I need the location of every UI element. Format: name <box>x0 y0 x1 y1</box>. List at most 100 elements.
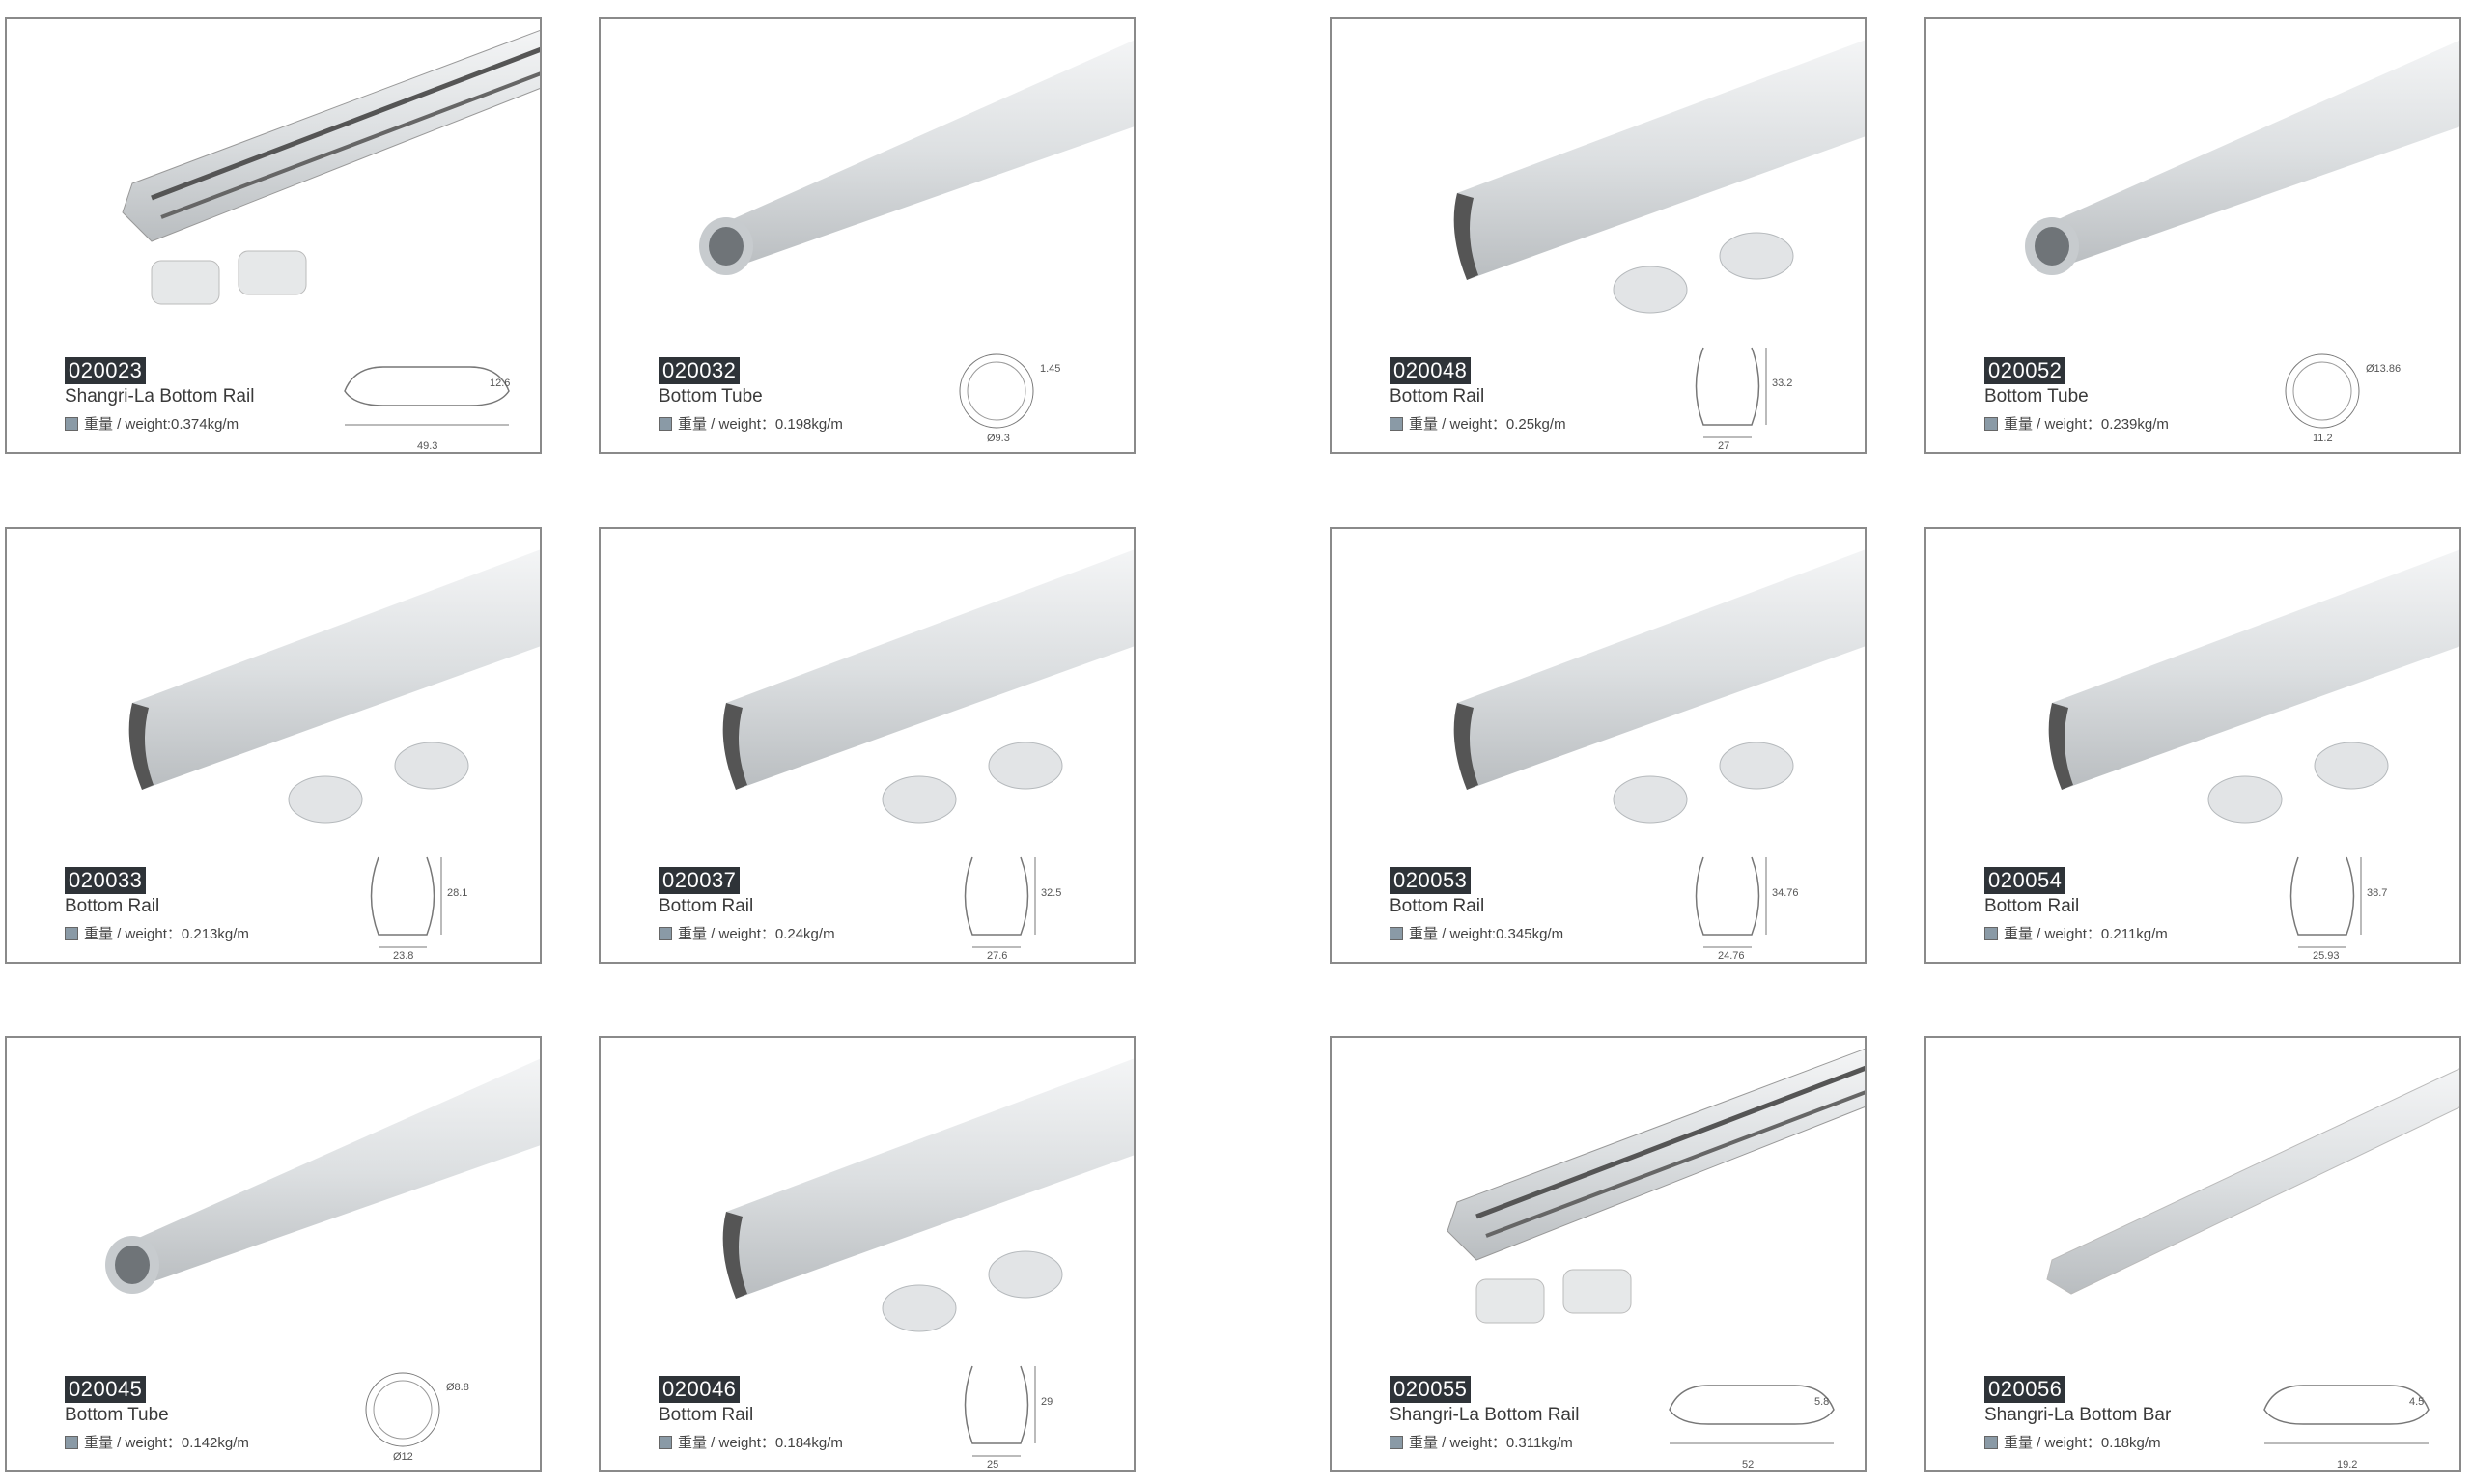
product-name: Shangri-La Bottom Bar <box>1984 1405 2172 1425</box>
dimension-label: 27 <box>1718 440 1729 452</box>
product-weight-row: 重量 / weight：0.213kg/m <box>65 923 249 943</box>
product-weight: 重量 / weight:0.374kg/m <box>84 416 239 433</box>
profile-diagram: 23.8 28.1 <box>370 856 467 962</box>
profile-diagram: 24.76 34.76 <box>1695 856 1799 962</box>
dimension-label: 24.76 <box>1718 950 1745 962</box>
dimension-label: 29 <box>1041 1396 1053 1408</box>
dimension-label: 34.76 <box>1772 887 1799 899</box>
dimension-label: 32.5 <box>1041 887 1061 899</box>
product-label: 020033 Bottom Rail 重量 / weight：0.213kg/m <box>65 867 249 943</box>
dimension-label: 5.8 <box>1814 1396 1829 1408</box>
product-image <box>722 1058 1134 1332</box>
product-card: 020052 Bottom Tube 重量 / weight：0.239kg/m… <box>1924 17 2461 454</box>
product-label: 020037 Bottom Rail 重量 / weight：0.24kg/m <box>659 867 835 943</box>
product-label: 020056 Shangri-La Bottom Bar 重量 / weight… <box>1984 1376 2171 1452</box>
product-label: 020032 Bottom Tube 重量 / weight：0.198kg/m <box>659 357 843 434</box>
product-image <box>722 549 1134 824</box>
product-weight-row: 重量 / weight：0.311kg/m <box>1390 1432 1579 1452</box>
product-weight-row: 重量 / weight:0.345kg/m <box>1390 923 1563 943</box>
profile-diagram: 25 29 <box>964 1365 1053 1470</box>
dimension-label: 28.1 <box>447 887 467 899</box>
product-image <box>1453 40 1865 314</box>
product-image <box>699 40 1134 275</box>
product-code: 020048 <box>1390 357 1472 384</box>
product-weight-row: 重量 / weight：0.24kg/m <box>659 923 835 943</box>
product-card: 020033 Bottom Rail 重量 / weight：0.213kg/m… <box>5 527 542 964</box>
product-weight-row: 重量 / weight：0.198kg/m <box>659 413 843 434</box>
dimension-label: 23.8 <box>393 950 413 962</box>
product-code: 020037 <box>659 867 741 894</box>
product-label: 020055 Shangri-La Bottom Rail 重量 / weigh… <box>1390 1376 1579 1452</box>
product-card: 020053 Bottom Rail 重量 / weight:0.345kg/m… <box>1330 527 1867 964</box>
dimension-label: 25 <box>987 1459 998 1470</box>
product-weight-row: 重量 / weight：0.142kg/m <box>65 1432 249 1452</box>
product-name: Bottom Tube <box>659 386 763 406</box>
product-name: Bottom Rail <box>1390 896 1485 916</box>
product-card: 020048 Bottom Rail 重量 / weight：0.25kg/m … <box>1330 17 1867 454</box>
product-card: 020045 Bottom Tube 重量 / weight：0.142kg/m… <box>5 1036 542 1472</box>
product-card: 020032 Bottom Tube 重量 / weight：0.198kg/m… <box>599 17 1136 454</box>
product-code: 020046 <box>659 1376 741 1403</box>
product-code: 020056 <box>1984 1376 2066 1403</box>
weight-icon <box>659 416 672 431</box>
weight-icon <box>1390 1435 1403 1449</box>
product-image <box>105 1058 540 1294</box>
profile-diagram: 52 5.8 <box>1669 1385 1835 1470</box>
dimension-label: 33.2 <box>1772 378 1792 389</box>
dimension-label: Ø13.86 <box>2366 363 2401 375</box>
product-label: 020053 Bottom Rail 重量 / weight:0.345kg/m <box>1390 867 1563 943</box>
product-code: 020054 <box>1984 867 2066 894</box>
weight-icon <box>1984 926 1998 940</box>
product-name: Shangri-La Bottom Rail <box>65 386 255 406</box>
product-image <box>2048 549 2459 824</box>
product-code: 020023 <box>65 357 147 384</box>
product-weight: 重量 / weight：0.25kg/m <box>1409 416 1566 433</box>
weight-icon <box>1390 926 1403 940</box>
dimension-label: 1.45 <box>1040 363 1060 375</box>
product-name: Bottom Rail <box>1390 386 1485 406</box>
profile-diagram: 27.6 32.5 <box>964 856 1061 962</box>
product-name: Bottom Tube <box>65 1405 169 1425</box>
profile-diagram: 11.2 Ø13.86 <box>2285 353 2401 444</box>
product-code: 020045 <box>65 1376 147 1403</box>
product-weight: 重量 / weight：0.239kg/m <box>2004 416 2169 433</box>
product-weight: 重量 / weight：0.18kg/m <box>2004 1435 2161 1451</box>
product-card: 020055 Shangri-La Bottom Rail 重量 / weigh… <box>1330 1036 1867 1472</box>
product-name: Bottom Rail <box>659 896 754 916</box>
product-label: 020048 Bottom Rail 重量 / weight：0.25kg/m <box>1390 357 1566 434</box>
product-name: Bottom Rail <box>1984 896 2080 916</box>
product-weight: 重量 / weight：0.24kg/m <box>678 926 835 942</box>
product-weight: 重量 / weight：0.211kg/m <box>2004 926 2168 942</box>
product-image <box>1453 549 1865 824</box>
product-label: 020023 Shangri-La Bottom Rail 重量 / weigh… <box>65 357 254 434</box>
dimension-label: 52 <box>1742 1459 1754 1470</box>
product-label: 020045 Bottom Tube 重量 / weight：0.142kg/m <box>65 1376 249 1452</box>
product-name: Bottom Rail <box>65 896 160 916</box>
product-card: 020056 Shangri-La Bottom Bar 重量 / weight… <box>1924 1036 2461 1472</box>
dimension-label: 27.6 <box>987 950 1007 962</box>
dimension-label: Ø9.3 <box>987 433 1010 444</box>
dimension-label: 4.5 <box>2409 1396 2424 1408</box>
product-weight-row: 重量 / weight：0.211kg/m <box>1984 923 2168 943</box>
product-name: Shangri-La Bottom Rail <box>1390 1405 1580 1425</box>
product-image <box>128 549 540 824</box>
profile-diagram: 27 33.2 <box>1695 347 1792 452</box>
product-weight: 重量 / weight：0.184kg/m <box>678 1435 843 1451</box>
product-weight-row: 重量 / weight：0.239kg/m <box>1984 413 2169 434</box>
weight-icon <box>659 926 672 940</box>
dimension-label: 38.7 <box>2367 887 2387 899</box>
product-name: Bottom Tube <box>1984 386 2089 406</box>
product-label: 020052 Bottom Tube 重量 / weight：0.239kg/m <box>1984 357 2169 434</box>
product-weight: 重量 / weight：0.311kg/m <box>1409 1435 1573 1451</box>
profile-diagram: 19.2 4.5 <box>2263 1385 2430 1470</box>
product-weight-row: 重量 / weight：0.25kg/m <box>1390 413 1566 434</box>
product-weight-row: 重量 / weight：0.18kg/m <box>1984 1432 2171 1452</box>
weight-icon <box>65 1435 78 1449</box>
product-weight: 重量 / weight：0.198kg/m <box>678 416 843 433</box>
product-image <box>1447 1048 1865 1324</box>
product-code: 020055 <box>1390 1376 1472 1403</box>
product-card: 020046 Bottom Rail 重量 / weight：0.184kg/m… <box>599 1036 1136 1472</box>
dimension-label: 19.2 <box>2337 1459 2357 1470</box>
product-weight: 重量 / weight：0.142kg/m <box>84 1435 249 1451</box>
product-image <box>122 29 540 305</box>
